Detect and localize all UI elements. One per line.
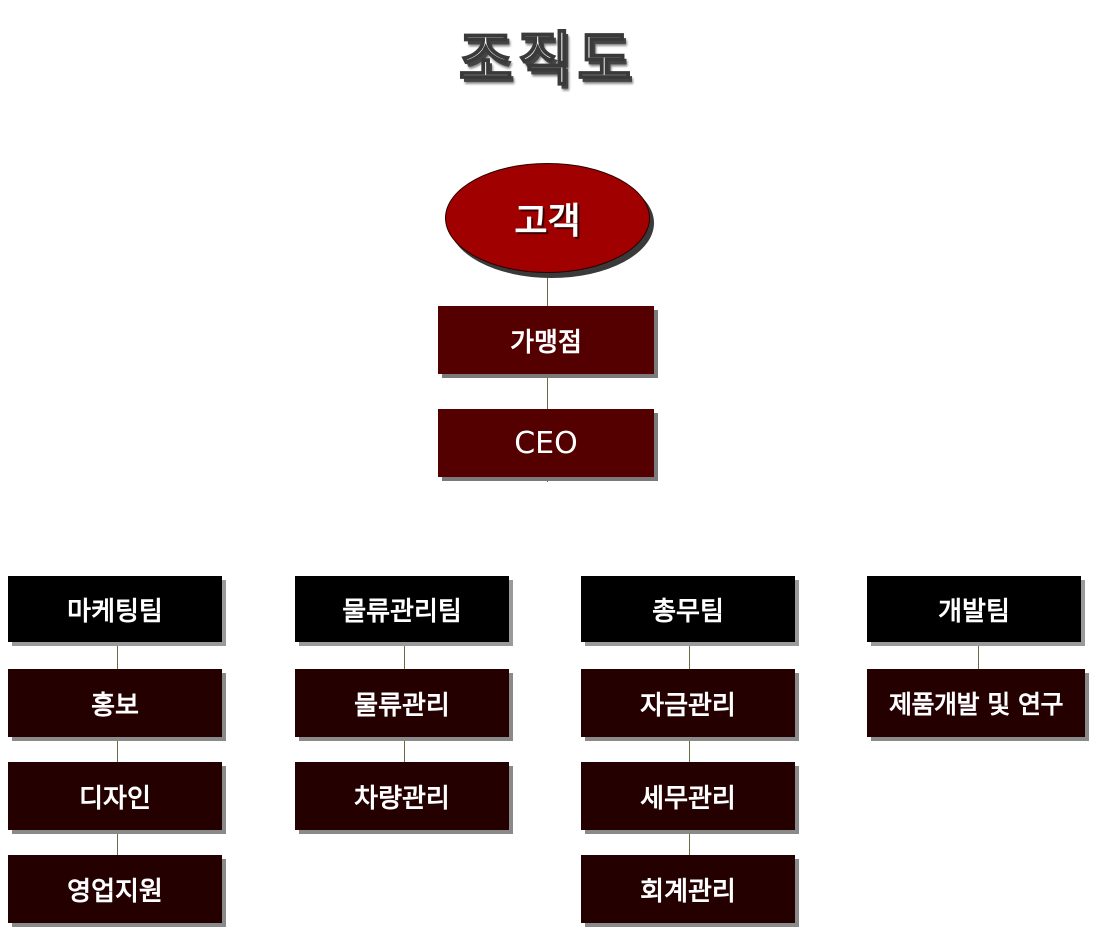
node-customer: 고객 <box>445 163 650 273</box>
node-team-logistics: 물류관리팀 <box>295 576 509 642</box>
connector-franchise-ceo <box>547 374 548 410</box>
node-product-development: 제품개발 및 연구 <box>867 669 1085 737</box>
node-vehicle-management: 차량관리 <box>295 762 509 830</box>
connector-ceo-bottom <box>547 476 548 482</box>
node-franchise: 가맹점 <box>438 306 654 374</box>
node-ceo: CEO <box>438 409 654 477</box>
node-marketing-pr: 홍보 <box>8 669 222 737</box>
node-team-development: 개발팀 <box>867 576 1081 642</box>
node-tax-management: 세무관리 <box>581 762 795 830</box>
node-team-marketing: 마케팅팀 <box>8 576 222 642</box>
node-team-general-affairs: 총무팀 <box>581 576 795 642</box>
node-marketing-design: 디자인 <box>8 762 222 830</box>
page-title: 조직도 <box>458 24 638 94</box>
node-fund-management: 자금관리 <box>581 669 795 737</box>
node-marketing-sales-support: 영업지원 <box>8 855 222 923</box>
connector-customer-franchise <box>547 270 548 308</box>
node-logistics-management: 물류관리 <box>295 669 509 737</box>
node-accounting-management: 회계관리 <box>581 855 795 923</box>
